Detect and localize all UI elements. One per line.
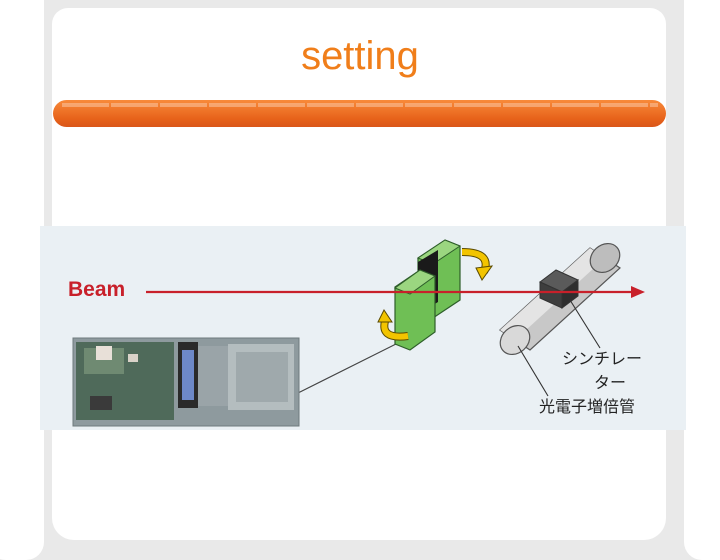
beam-label: Beam: [68, 278, 125, 302]
hardware-photo: [73, 338, 299, 426]
beam-arrowhead: [631, 286, 645, 298]
detector-label-line-3: 光電子増倍管: [539, 396, 635, 418]
photo-leader-line: [298, 343, 398, 393]
pmt-leader: [518, 346, 548, 396]
setup-diagram: [0, 0, 720, 540]
detector-label-line-1: シンチレー: [562, 348, 642, 370]
scintillator-leader: [570, 300, 600, 348]
detector-label-line-2: ター: [594, 372, 626, 394]
